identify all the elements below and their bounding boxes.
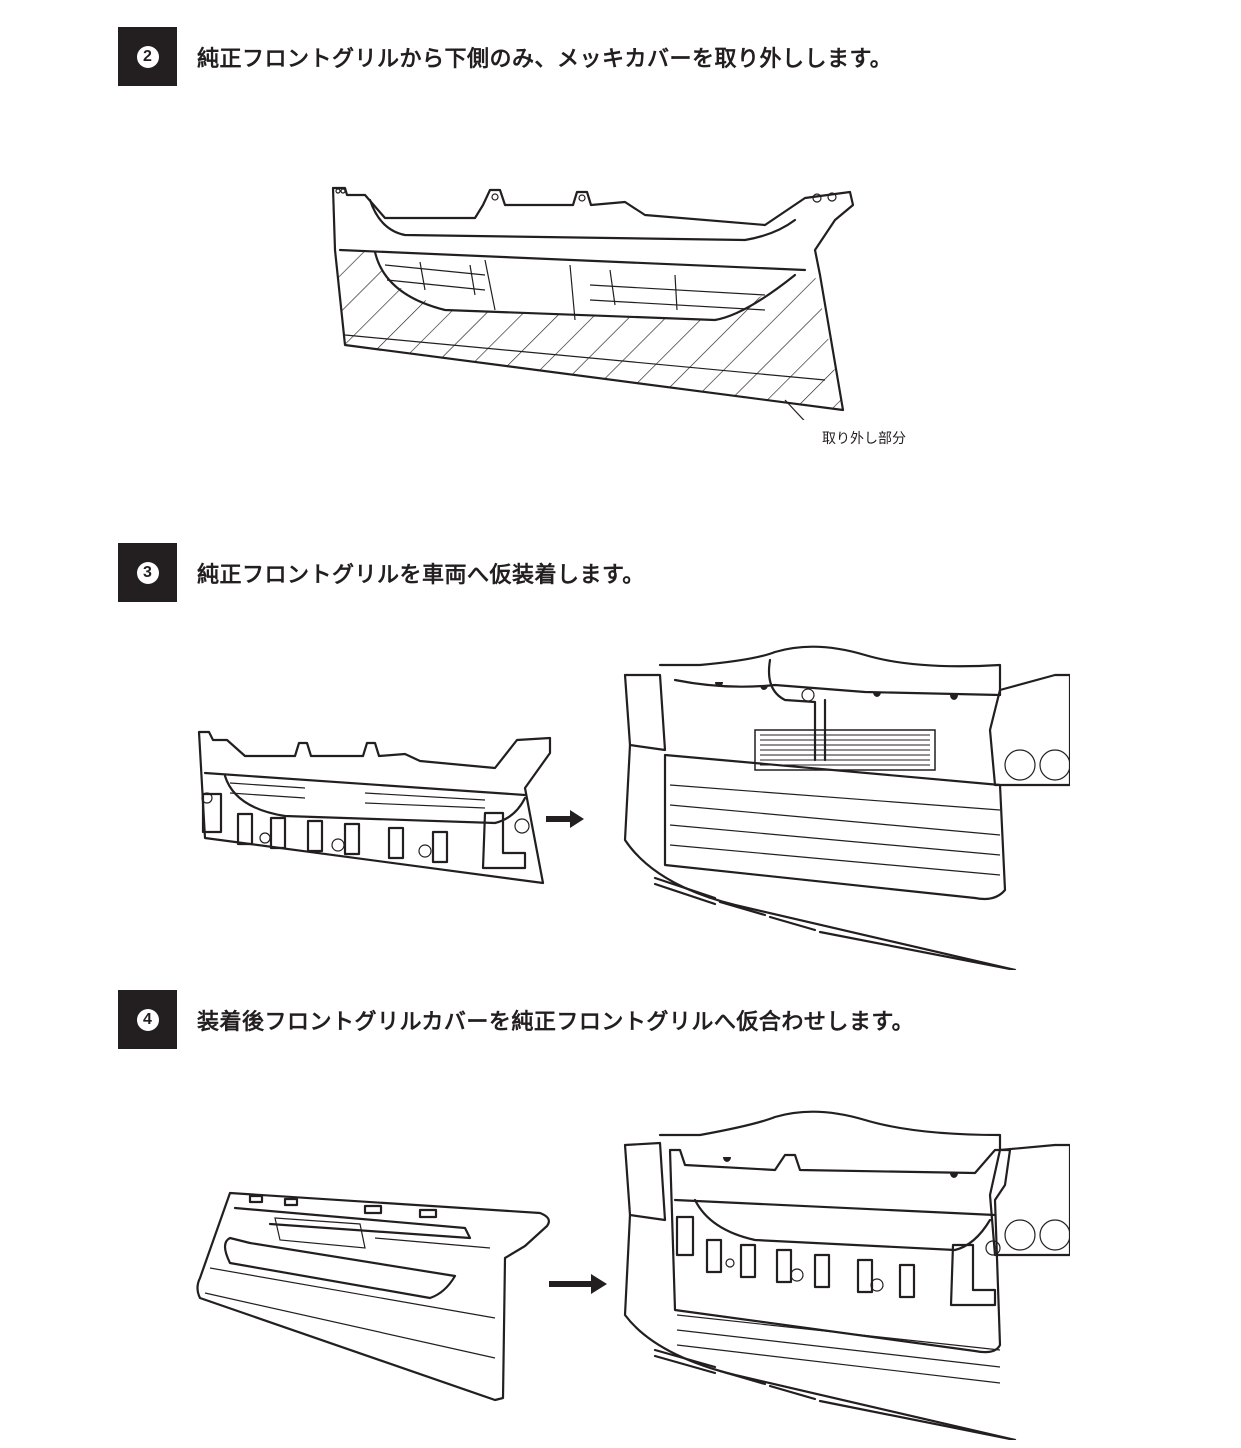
step-3-heading: 3 純正フロントグリルを車両へ仮装着します。 bbox=[118, 543, 645, 602]
step-4-number: 4 bbox=[136, 1008, 159, 1031]
step-4-heading: 4 装着後フロントグリルカバーを純正フロントグリルへ仮合わせします。 bbox=[118, 990, 914, 1049]
step-3-badge: 3 bbox=[118, 543, 177, 602]
step-4-illustration-cover-test-fit bbox=[615, 1105, 1070, 1440]
step-2-badge: 2 bbox=[118, 27, 177, 86]
removal-part-callout: 取り外し部分 bbox=[822, 431, 906, 447]
step-4-arrow-right-icon bbox=[549, 1274, 609, 1294]
step-3-arrow-right-icon bbox=[546, 810, 586, 828]
step-2-instruction: 純正フロントグリルから下側のみ、メッキカバーを取り外しします。 bbox=[197, 46, 893, 72]
step-2-heading: 2 純正フロントグリルから下側のみ、メッキカバーを取り外しします。 bbox=[118, 27, 892, 86]
step-4-badge: 4 bbox=[118, 990, 177, 1049]
step-3-number: 3 bbox=[136, 561, 159, 584]
step-2-number: 2 bbox=[136, 45, 159, 68]
step-4-instruction: 装着後フロントグリルカバーを純正フロントグリルへ仮合わせします。 bbox=[197, 1009, 915, 1035]
step-4-illustration-grille-cover bbox=[195, 1188, 555, 1403]
step-3-illustration-grille-on-vehicle bbox=[615, 640, 1070, 970]
step-3-instruction: 純正フロントグリルを車両へ仮装着します。 bbox=[197, 562, 645, 588]
step-3-illustration-stock-grille bbox=[195, 728, 555, 888]
step-2-illustration-grille-hatched bbox=[325, 180, 865, 420]
